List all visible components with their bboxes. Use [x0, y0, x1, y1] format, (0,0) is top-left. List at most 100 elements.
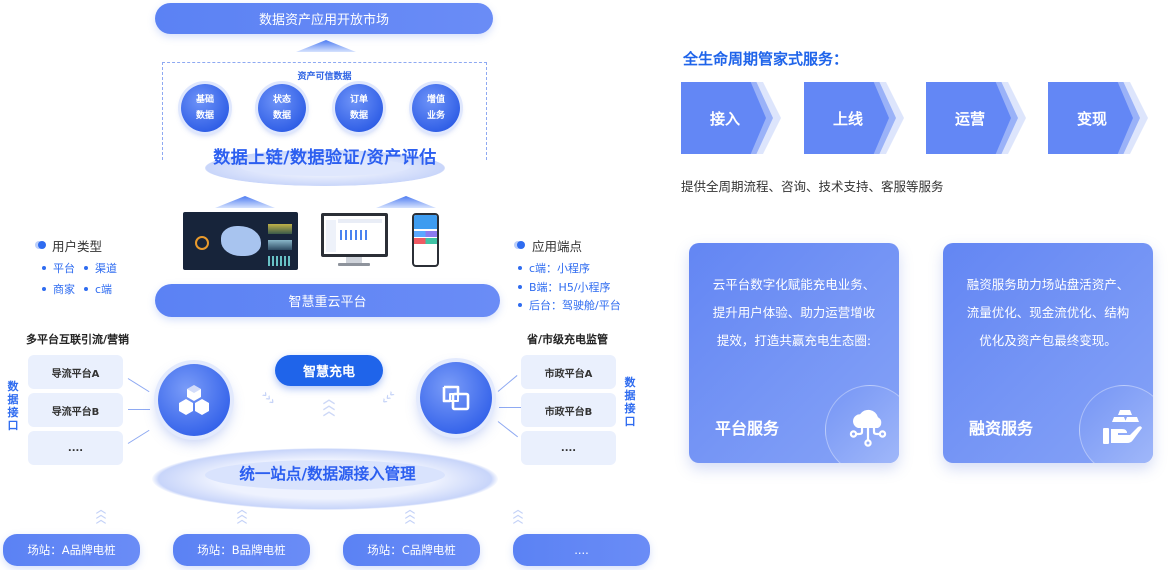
step-operate[interactable]: 运营	[926, 82, 1026, 154]
step-online[interactable]: 上线	[804, 82, 904, 154]
monitor-sidebar	[326, 220, 336, 252]
china-map	[221, 226, 261, 256]
chevron-up-arrows-icon: ︿︿︿	[322, 392, 335, 418]
up-arrows-icon: ︿︿︿	[237, 505, 247, 526]
orb-label: 业务	[426, 111, 445, 121]
desktop-monitor-image	[321, 213, 388, 257]
up-arrow-icon	[376, 196, 436, 208]
up-arrow-icon	[296, 40, 356, 52]
orb-label: 基础	[195, 95, 214, 105]
station-b[interactable]: 场站：B品牌电桩	[173, 534, 310, 566]
access-platform-inner	[205, 460, 445, 490]
orb-label: 数据	[272, 111, 291, 121]
orb-value-added: 增值 业务	[412, 84, 460, 132]
card-icon-circle	[825, 385, 899, 463]
connector-line	[128, 409, 150, 410]
connector-line	[127, 378, 150, 393]
unified-access-title: 统一站点/数据源接入管理	[239, 465, 416, 483]
financing-service-card[interactable]: 融资服务助力场站盘活资产、流量优化、现金流优化、结构优化及资产包最终变现。 融资…	[943, 243, 1153, 463]
station-c[interactable]: 场站：C品牌电桩	[343, 534, 480, 566]
app-endpoint-item: 后台：驾驶舱/平台	[518, 297, 621, 313]
user-type-item: c端	[84, 281, 112, 297]
station-more[interactable]: ....	[513, 534, 650, 566]
card-body: 云平台数字化赋能充电业务、提升用户体验、助力运营增收提效，打造共赢充电生态圈:	[712, 277, 876, 348]
user-type-item: 渠道	[84, 260, 117, 276]
donut-chart	[195, 236, 209, 250]
credible-data-box: 资产可信数据	[162, 62, 487, 160]
data-asset-market-bar[interactable]: 数据资产应用开放市场	[155, 3, 493, 34]
step-access[interactable]: 接入	[681, 82, 781, 154]
orb-label: 增值	[426, 95, 445, 105]
phone-header	[414, 215, 437, 229]
step-label: 变现	[1076, 109, 1107, 128]
diversion-platform-b[interactable]: 导流平台B	[28, 393, 123, 427]
monitor-bars	[340, 230, 370, 240]
step-label: 运营	[954, 109, 985, 128]
phone-row	[414, 238, 437, 244]
area-chart	[268, 224, 292, 234]
diversion-platform-a[interactable]: 导流平台A	[28, 355, 123, 389]
user-types-title: 用户类型	[52, 239, 103, 254]
orb-label: 数据	[195, 111, 214, 121]
left-hub[interactable]	[158, 364, 230, 436]
platform-service-card[interactable]: 云平台数字化赋能充电业务、提升用户体验、助力运营增收提效，打造共赢充电生态圈: …	[689, 243, 899, 463]
chevron-arrows-icon: ›››	[258, 387, 280, 408]
step-arrow-shape	[1048, 82, 1133, 154]
chevron-arrows-icon: ‹‹‹	[377, 386, 398, 408]
hand-gold-icon	[1103, 410, 1142, 444]
smart-charging-label[interactable]: 智慧充电	[275, 355, 383, 386]
card-icon-circle	[1079, 385, 1153, 463]
bar-chart	[268, 256, 292, 266]
right-data-interface-label: 数据接口	[624, 376, 636, 428]
orb-status-data: 状态 数据	[258, 84, 306, 132]
user-type-item: 商家	[42, 281, 75, 297]
municipal-platform-a[interactable]: 市政平台A	[521, 355, 616, 389]
step-monetize[interactable]: 变现	[1048, 82, 1148, 154]
station-a[interactable]: 场站：A品牌电桩	[3, 534, 140, 566]
bullet-icon	[517, 241, 525, 249]
step-label: 上线	[832, 109, 863, 128]
chain-title: 数据上链/数据验证/资产评估	[213, 148, 437, 168]
monitor-base	[338, 263, 370, 266]
connector-line	[499, 407, 521, 408]
left-section-title: 多平台互联引流/营销	[26, 333, 130, 346]
lifecycle-service-title: 全生命周期管家式服务：	[683, 50, 849, 68]
diversion-platform-more[interactable]: ....	[28, 431, 123, 465]
up-arrows-icon: ︿︿︿	[96, 505, 106, 526]
municipal-platform-b[interactable]: 市政平台B	[521, 393, 616, 427]
orb-label: 状态	[272, 95, 291, 105]
card-body: 融资服务助力场站盘活资产、流量优化、现金流优化、结构优化及资产包最终变现。	[966, 277, 1130, 348]
cloud-network-icon	[849, 409, 887, 447]
step-arrow-shape	[681, 82, 766, 154]
municipal-platform-more[interactable]: ....	[521, 431, 616, 465]
connector-line	[127, 429, 150, 444]
orb-basic-data: 基础 数据	[181, 84, 229, 132]
mobile-phone-image	[412, 213, 439, 267]
left-data-interface-label: 数据接口	[7, 380, 19, 432]
orb-label: 数据	[349, 111, 368, 121]
cubes-icon	[179, 385, 209, 415]
credible-data-title: 资产可信数据	[297, 72, 352, 82]
orb-label: 订单	[349, 95, 368, 105]
dashboard-screen-image	[183, 212, 298, 270]
up-arrows-icon: ︿︿︿	[513, 505, 523, 526]
user-type-item: 平台	[42, 260, 75, 276]
up-arrow-icon	[215, 196, 275, 208]
step-label: 接入	[709, 109, 740, 128]
step-arrow-shape	[926, 82, 1011, 154]
connector-line	[497, 421, 519, 438]
orb-order-data: 订单 数据	[335, 84, 383, 132]
right-section-title: 省/市级充电监管	[527, 333, 609, 346]
chain-platform-inner	[240, 158, 410, 176]
app-endpoints-title: 应用端点	[532, 239, 583, 254]
right-hub[interactable]	[420, 362, 492, 434]
connector-line	[497, 375, 518, 392]
bullet-icon	[38, 241, 46, 249]
smart-cloud-platform-bar[interactable]: 智慧重云平台	[155, 284, 500, 317]
phone-row	[414, 231, 437, 237]
up-arrows-icon: ︿︿︿	[405, 505, 415, 526]
monitor-stand	[346, 257, 362, 263]
card-title: 平台服务	[715, 419, 780, 438]
app-endpoint-item: B端：H5/小程序	[518, 279, 611, 295]
area-chart	[268, 240, 292, 250]
